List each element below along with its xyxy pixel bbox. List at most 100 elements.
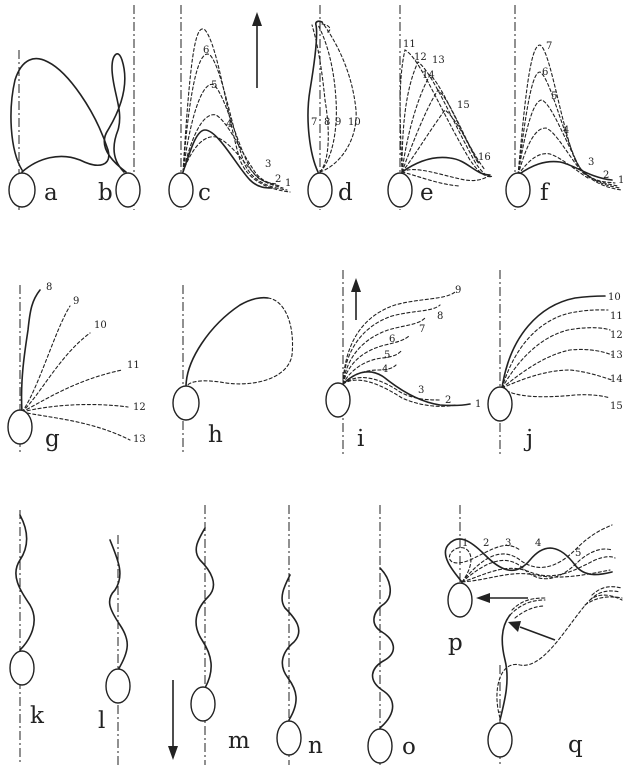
position-line (462, 570, 610, 582)
position-number: 5 (575, 548, 581, 559)
panel-h: h (173, 285, 293, 455)
position-line (502, 328, 610, 388)
position-line (22, 333, 90, 412)
flagellum-curve (500, 615, 510, 720)
position-number: 2 (445, 395, 451, 406)
position-number: 5 (551, 91, 557, 102)
panel-label: q (568, 732, 583, 758)
position-number: 3 (505, 538, 511, 549)
position-number: 10 (94, 320, 107, 331)
position-line (343, 350, 402, 384)
position-number: 1 (618, 175, 624, 186)
panel-label: k (30, 703, 45, 729)
position-number: 7 (419, 324, 425, 335)
panel-k: k (10, 510, 45, 765)
position-line (402, 110, 485, 172)
flagellum-curve (502, 296, 605, 388)
cell-body (506, 173, 530, 207)
upward-arrow (252, 12, 262, 88)
position-line (22, 405, 128, 412)
position-line (343, 380, 455, 406)
panel-p: 1 2 3 4 5 p (445, 505, 615, 656)
position-number: 6 (389, 334, 395, 345)
position-number: 3 (418, 385, 424, 396)
cell-body (326, 383, 350, 417)
position-number: 2 (275, 174, 281, 185)
position-number: 14 (610, 374, 623, 385)
panel-a: a (9, 50, 109, 210)
position-number: 5 (384, 350, 390, 361)
position-number: 5 (211, 80, 217, 91)
cell-body (8, 410, 32, 444)
position-number: 16 (478, 152, 491, 163)
position-number: 8 (437, 311, 443, 322)
position-number: 13 (432, 55, 445, 66)
panel-label: d (338, 180, 353, 206)
position-number: 7 (546, 41, 552, 52)
panel-label: n (308, 733, 323, 759)
position-number: 11 (127, 360, 140, 371)
diagonal-arrow-head (508, 621, 521, 632)
panel-label: h (208, 422, 223, 448)
cell-body (191, 687, 215, 721)
panel-q: q (488, 587, 622, 765)
position-number: 10 (348, 117, 361, 128)
flagellum-curve (183, 130, 272, 188)
flagellum-curve (373, 568, 394, 728)
position-line (22, 412, 130, 440)
panel-m: m (191, 505, 250, 765)
position-number: 6 (203, 45, 209, 56)
position-number: 2 (483, 538, 489, 549)
position-number: 13 (610, 350, 623, 361)
position-line (518, 45, 622, 190)
position-line (502, 349, 612, 388)
panel-d: 7 8 9 10 d (308, 5, 361, 210)
panel-o: o (368, 505, 416, 765)
flagellum-curve (16, 515, 34, 650)
cell-body (173, 386, 199, 420)
flagellum-curve (282, 575, 299, 720)
position-line (183, 29, 290, 192)
flagellum-curve (518, 162, 612, 180)
panel-label: o (402, 734, 416, 760)
downward-arrow (168, 680, 178, 760)
cell-body (277, 721, 301, 755)
position-number: 8 (46, 282, 52, 293)
flagellum-curve (186, 298, 268, 387)
position-number: 4 (382, 364, 388, 375)
panel-f: 1 2 3 4 5 6 7 f (506, 5, 624, 210)
panel-label: e (420, 180, 434, 206)
position-number: 9 (335, 117, 341, 128)
cell-body (388, 173, 412, 207)
panel-label: b (98, 180, 113, 206)
cell-body (169, 173, 193, 207)
flagellum-curve (11, 59, 109, 172)
panel-label: j (523, 426, 533, 452)
cell-body (368, 729, 392, 763)
position-number: 3 (588, 157, 594, 168)
position-number: 11 (610, 311, 623, 322)
position-number: 1 (285, 178, 291, 189)
position-line (497, 595, 622, 718)
position-line (502, 388, 610, 398)
panel-label: p (448, 630, 463, 656)
panel-n: n (277, 505, 323, 765)
cell-body (308, 173, 332, 207)
panel-c: 1 2 3 4 5 6 c (169, 5, 291, 210)
position-number: 9 (73, 296, 79, 307)
panel-label: g (45, 426, 60, 452)
panel-i: 1 2 3 4 5 6 7 8 9 i (326, 270, 481, 455)
panel-label: c (198, 180, 211, 206)
panel-label: l (98, 708, 105, 734)
panel-e: 11 12 13 14 15 16 e (388, 5, 492, 210)
position-number: 4 (535, 538, 541, 549)
position-number: 14 (422, 70, 435, 81)
upward-arrow-head (351, 278, 361, 292)
cell-body (106, 669, 130, 703)
flagellum-tuft (585, 587, 622, 605)
position-number: 12 (610, 330, 623, 341)
cell-body (10, 651, 34, 685)
position-number: 4 (563, 125, 569, 136)
panel-l: l (98, 535, 130, 765)
